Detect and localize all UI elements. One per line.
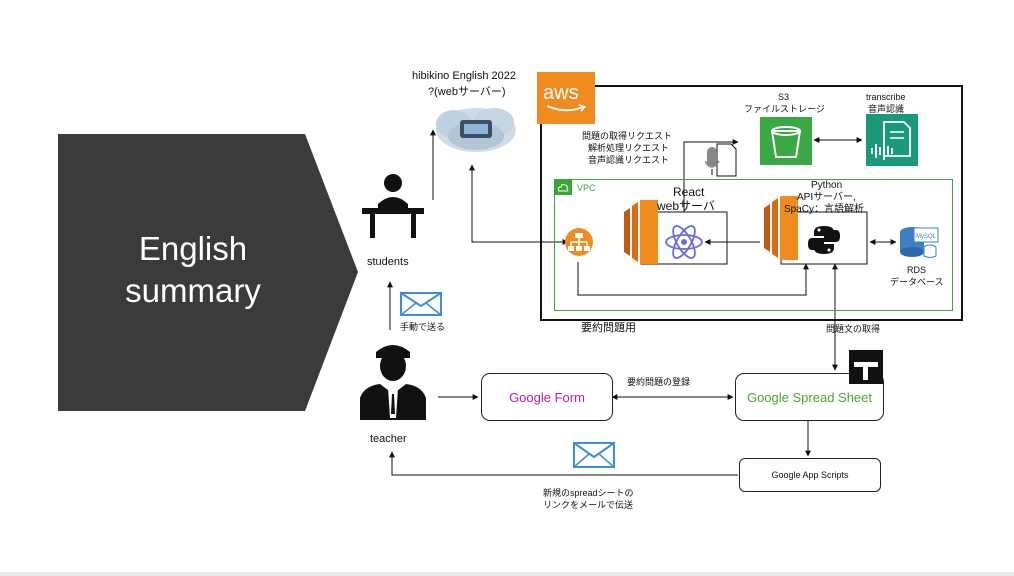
google-app-scripts-label: Google App Scripts: [771, 470, 849, 480]
server-label-line-2: ?(webサーバー): [428, 86, 506, 98]
google-form-box[interactable]: Google Form: [481, 373, 613, 421]
google-form-label: Google Form: [509, 389, 585, 405]
python-label-line-3: SpaCy：言語解析: [784, 204, 865, 215]
s3-bucket-icon: [760, 117, 812, 165]
google-app-scripts-box[interactable]: Google App Scripts: [739, 458, 881, 492]
register-problem-label: 要約問題の登録: [627, 377, 691, 387]
title-arrow-shape: [58, 134, 358, 411]
vpc-label: VPC: [577, 183, 596, 193]
request-text-2: 解析処理リクエスト: [588, 143, 670, 153]
s3-label-line-1: S3: [778, 92, 790, 102]
vpc-box: [554, 179, 953, 311]
server-cloud-icon: [436, 108, 516, 152]
request-text-1: 問題の取得リクエスト: [582, 131, 673, 141]
react-ec2-icon: [624, 200, 658, 264]
teacher-label: teacher: [370, 433, 407, 445]
google-sheet-label: Google Spread Sheet: [746, 389, 873, 405]
python-label-line-1: Python: [811, 180, 843, 191]
load-balancer-icon: [565, 228, 593, 256]
transcribe-label-line-2: 音声認識: [868, 104, 905, 114]
rds-mysql-icon: MySQL: [900, 227, 939, 258]
request-text-3: 音声認識リクエスト: [588, 155, 670, 165]
summary-problem-label: 要約問題用: [581, 322, 636, 334]
sheets-plus-icon: [849, 350, 883, 384]
students-label: students: [367, 256, 409, 268]
s3-label-line-2: ファイルストレージ: [744, 104, 825, 114]
aws-logo: aws: [537, 72, 595, 124]
vpc-cloud-icon: [557, 183, 569, 192]
python-logo-icon: [808, 226, 840, 254]
new-sheet-label-line-1: 新規のspreadシートの: [543, 488, 634, 498]
aws-smile-icon: [546, 104, 587, 112]
transcribe-icon: [866, 114, 918, 166]
python-label-line-2: APIサーバー,: [797, 192, 856, 203]
google-sheet-box[interactable]: Google Spread Sheet: [735, 373, 884, 421]
aws-logo-text: aws: [543, 82, 579, 104]
title-line-1: English: [138, 230, 248, 267]
rds-label-line-1: RDS: [907, 265, 927, 275]
python-ec2-icon: [764, 196, 798, 260]
mysql-icon-text: MySQL: [916, 234, 937, 240]
teacher-icon: [360, 345, 426, 420]
server-label-line-1: hibikino English 2022: [412, 70, 516, 82]
transcribe-label-line-1: transcribe: [866, 92, 906, 102]
title-line-2: summary: [125, 272, 261, 309]
react-label-line-2: webサーバ: [657, 199, 715, 213]
react-logo-icon: [665, 225, 703, 259]
rds-label-line-2: データベース: [890, 277, 944, 287]
manual-send-label: 手動で送る: [400, 322, 446, 332]
mail-icon: [400, 292, 442, 316]
aws-cloud-box: [540, 85, 963, 321]
react-label-line-1: React: [673, 185, 705, 199]
mail-icon-bottom: [573, 442, 615, 468]
microphone-file-icon: [705, 143, 737, 177]
student-icon: [362, 174, 424, 238]
get-problem-text-label: 問題文の取得: [826, 324, 881, 334]
new-sheet-label-line-2: リンクをメールで伝送: [543, 500, 634, 510]
